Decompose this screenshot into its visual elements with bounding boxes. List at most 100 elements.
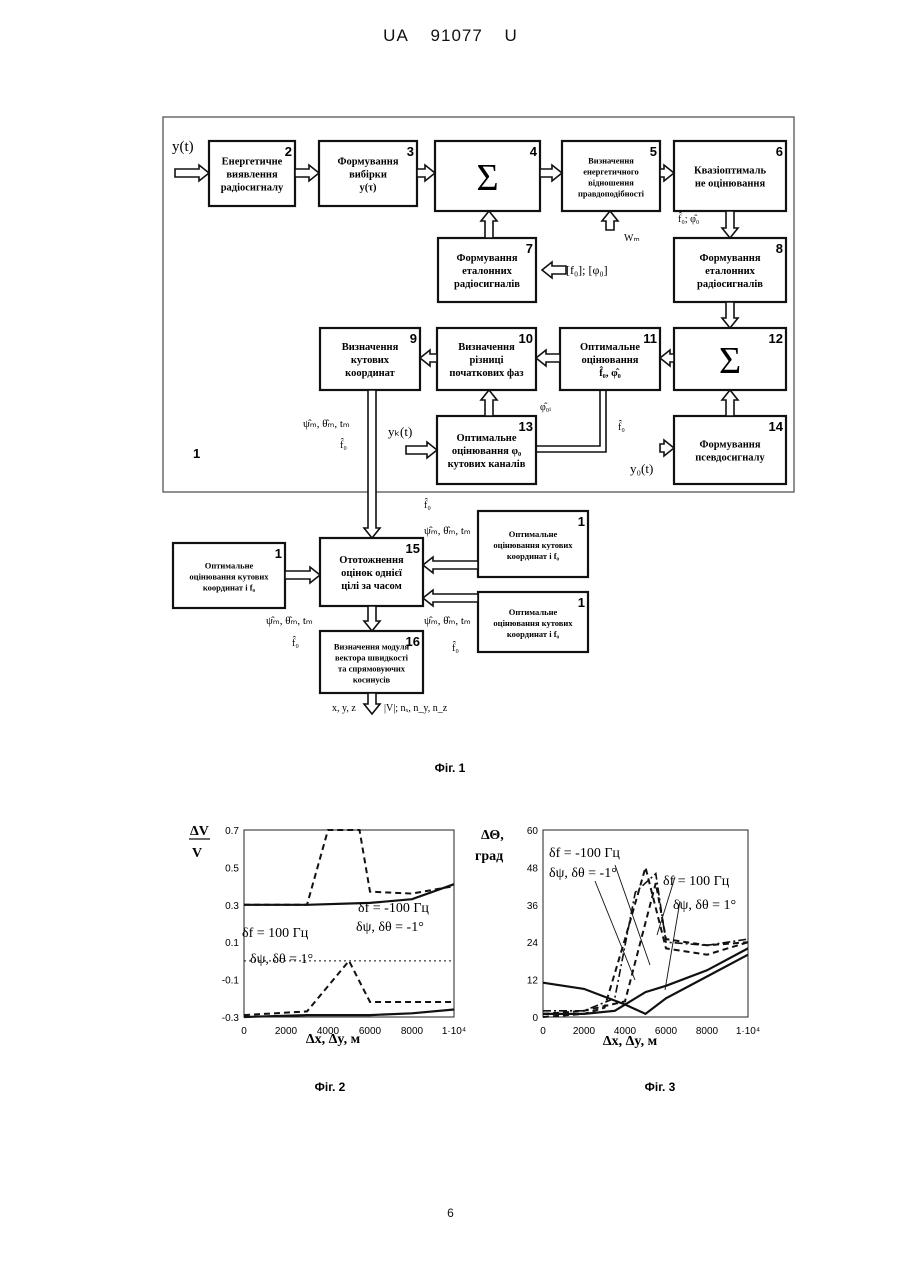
- block-text: оцінювання кутових: [493, 618, 573, 628]
- arrow: [423, 590, 478, 606]
- signal-angles: ψ̂ₘ, θ̂ₘ, tₘ: [424, 525, 471, 537]
- block-text: координат і f₀: [203, 583, 256, 593]
- block-7: Формуванняеталоннихрадіосигналів7: [438, 238, 536, 302]
- block-text: координат: [345, 368, 396, 379]
- block-text: Оптимальне: [456, 433, 516, 444]
- signal-f-hat: f̂₀: [340, 438, 347, 451]
- fig3-legend-3: δf = 100 Гц: [663, 874, 730, 889]
- block-5: Визначенняенергетичноговідношенняправдоп…: [562, 141, 660, 211]
- block-6: Квазіоптимальне оцінювання6: [674, 141, 786, 211]
- block-text: косинусів: [353, 675, 391, 685]
- series-line-4: [244, 961, 454, 1015]
- block-text: координат і f₀: [507, 551, 560, 561]
- leader-line: [595, 881, 635, 980]
- block-number: 12: [769, 331, 783, 346]
- block-number: 13: [519, 419, 533, 434]
- fig2-legend-1: δf = -100 Гц: [358, 901, 429, 916]
- arrow: [364, 606, 380, 631]
- x-tick-label: 0: [540, 1026, 546, 1037]
- block-text: Оптимальне: [509, 529, 558, 539]
- block-text: початкових фаз: [449, 368, 523, 379]
- block-text: оцінювання: [582, 355, 639, 366]
- block-text: Оптимальне: [509, 607, 558, 617]
- signal-yk-t: yₖ(t): [388, 424, 412, 439]
- block-text: Визначення: [588, 156, 634, 166]
- fig3-legend-1: δf = -100 Гц: [549, 846, 620, 861]
- arrow: [364, 390, 380, 538]
- series-line-4: [543, 874, 748, 1011]
- block-number: 7: [526, 241, 533, 256]
- leader-line: [615, 865, 650, 965]
- signal-f-hat: f̂₀: [424, 498, 431, 511]
- x-tick-label: 8000: [401, 1026, 424, 1037]
- x-tick-label: 8000: [696, 1026, 719, 1037]
- signal-y-t: y(t): [172, 139, 194, 155]
- fig1-caption: Фіг. 1: [435, 761, 466, 775]
- block-1: Оптимальнеоцінювання кутовихкоординат і …: [478, 511, 588, 577]
- arrow: [417, 165, 435, 181]
- block-13: Оптимальнеоцінювання φ₀кутових каналів13: [437, 416, 536, 484]
- block-text: координат і f₀: [507, 629, 560, 639]
- block-text: оцінювання кутових: [189, 572, 269, 582]
- arrow: [722, 390, 738, 416]
- block-text: Формування: [456, 253, 517, 264]
- block-diagram: 1 Енергетичневиявленнярадіосигналу2Форму…: [0, 0, 901, 800]
- arrow: [660, 350, 674, 366]
- page-number: 6: [0, 1206, 901, 1220]
- block-text: різниці: [469, 355, 503, 366]
- block-text: Формування: [699, 253, 760, 264]
- block-text: f̂₀, φ̂₀: [599, 366, 621, 379]
- block-2: Енергетичневиявленнярадіосигналу2: [209, 141, 295, 206]
- signal-xyz: x, y, z: [332, 703, 356, 714]
- arrow: [364, 693, 380, 714]
- arrow: [481, 390, 497, 416]
- block-number: 2: [285, 144, 292, 159]
- signal-y0-t: y₀(t): [630, 461, 653, 476]
- y-tick-label: 24: [527, 938, 539, 949]
- fig3-yunit: град: [475, 849, 503, 864]
- block-text: оцінювання кутових: [493, 540, 573, 550]
- arrow: [423, 557, 478, 573]
- block-8: Формуванняеталоннихрадіосигналів8: [674, 238, 786, 302]
- block-1: Оптимальнеоцінювання кутовихкоординат і …: [478, 592, 588, 652]
- block-4: Σ4: [435, 141, 540, 211]
- block-12: Σ12: [674, 328, 786, 390]
- block-text: кутових: [351, 355, 390, 366]
- block-text: Визначення модуля: [334, 642, 410, 652]
- signal-f-phi-set: [f₀]; [φ₀]: [566, 263, 608, 277]
- block-text: цілі за часом: [341, 581, 402, 592]
- fig2-legend-3: δf = 100 Гц: [242, 926, 309, 941]
- arrow: [285, 567, 320, 583]
- block-text: вибірки: [349, 170, 387, 181]
- block-number: 5: [650, 144, 657, 159]
- block-text: радіосигналів: [697, 279, 763, 290]
- block-number: 3: [407, 144, 414, 159]
- y-tick-label: 48: [527, 863, 539, 874]
- arrow: [722, 302, 738, 328]
- fig3-caption: Фіг. 3: [645, 1080, 676, 1094]
- block-number: 1: [578, 595, 585, 610]
- block-text: Оптимальне: [205, 561, 254, 571]
- block-text: псевдосигналу: [695, 453, 765, 464]
- y-tick-label: 12: [527, 976, 539, 987]
- x-tick-label: 2000: [573, 1026, 596, 1037]
- arrow: [602, 211, 618, 230]
- block-10: Визначеннярізниціпочаткових фаз10: [437, 328, 536, 390]
- signal-angles: ψ̂ₘ, θ̂ₘ, tₘ: [424, 615, 471, 627]
- x-tick-label: 6000: [359, 1026, 382, 1037]
- block-3: Формуваннявибіркиy(τ)3: [319, 141, 417, 206]
- series-line-3: [543, 867, 748, 1017]
- leader-line: [665, 901, 680, 990]
- arrow: [536, 350, 560, 366]
- signal-f-phi-hat: f̂₀; φ̂₀: [678, 212, 700, 225]
- arrow: [481, 211, 497, 238]
- block-number: 11: [643, 331, 657, 346]
- fig2-xlabel: Δx, Δy, м: [306, 1032, 361, 1047]
- y-tick-label: -0.3: [222, 1013, 240, 1024]
- x-tick-label: 0: [241, 1026, 247, 1037]
- signal-f-hat: f̂₀: [452, 641, 459, 654]
- y-tick-label: 0: [532, 1013, 538, 1024]
- x-tick-label: 1·10⁴: [442, 1026, 466, 1037]
- block-number: 9: [410, 331, 417, 346]
- arrow: [295, 165, 319, 181]
